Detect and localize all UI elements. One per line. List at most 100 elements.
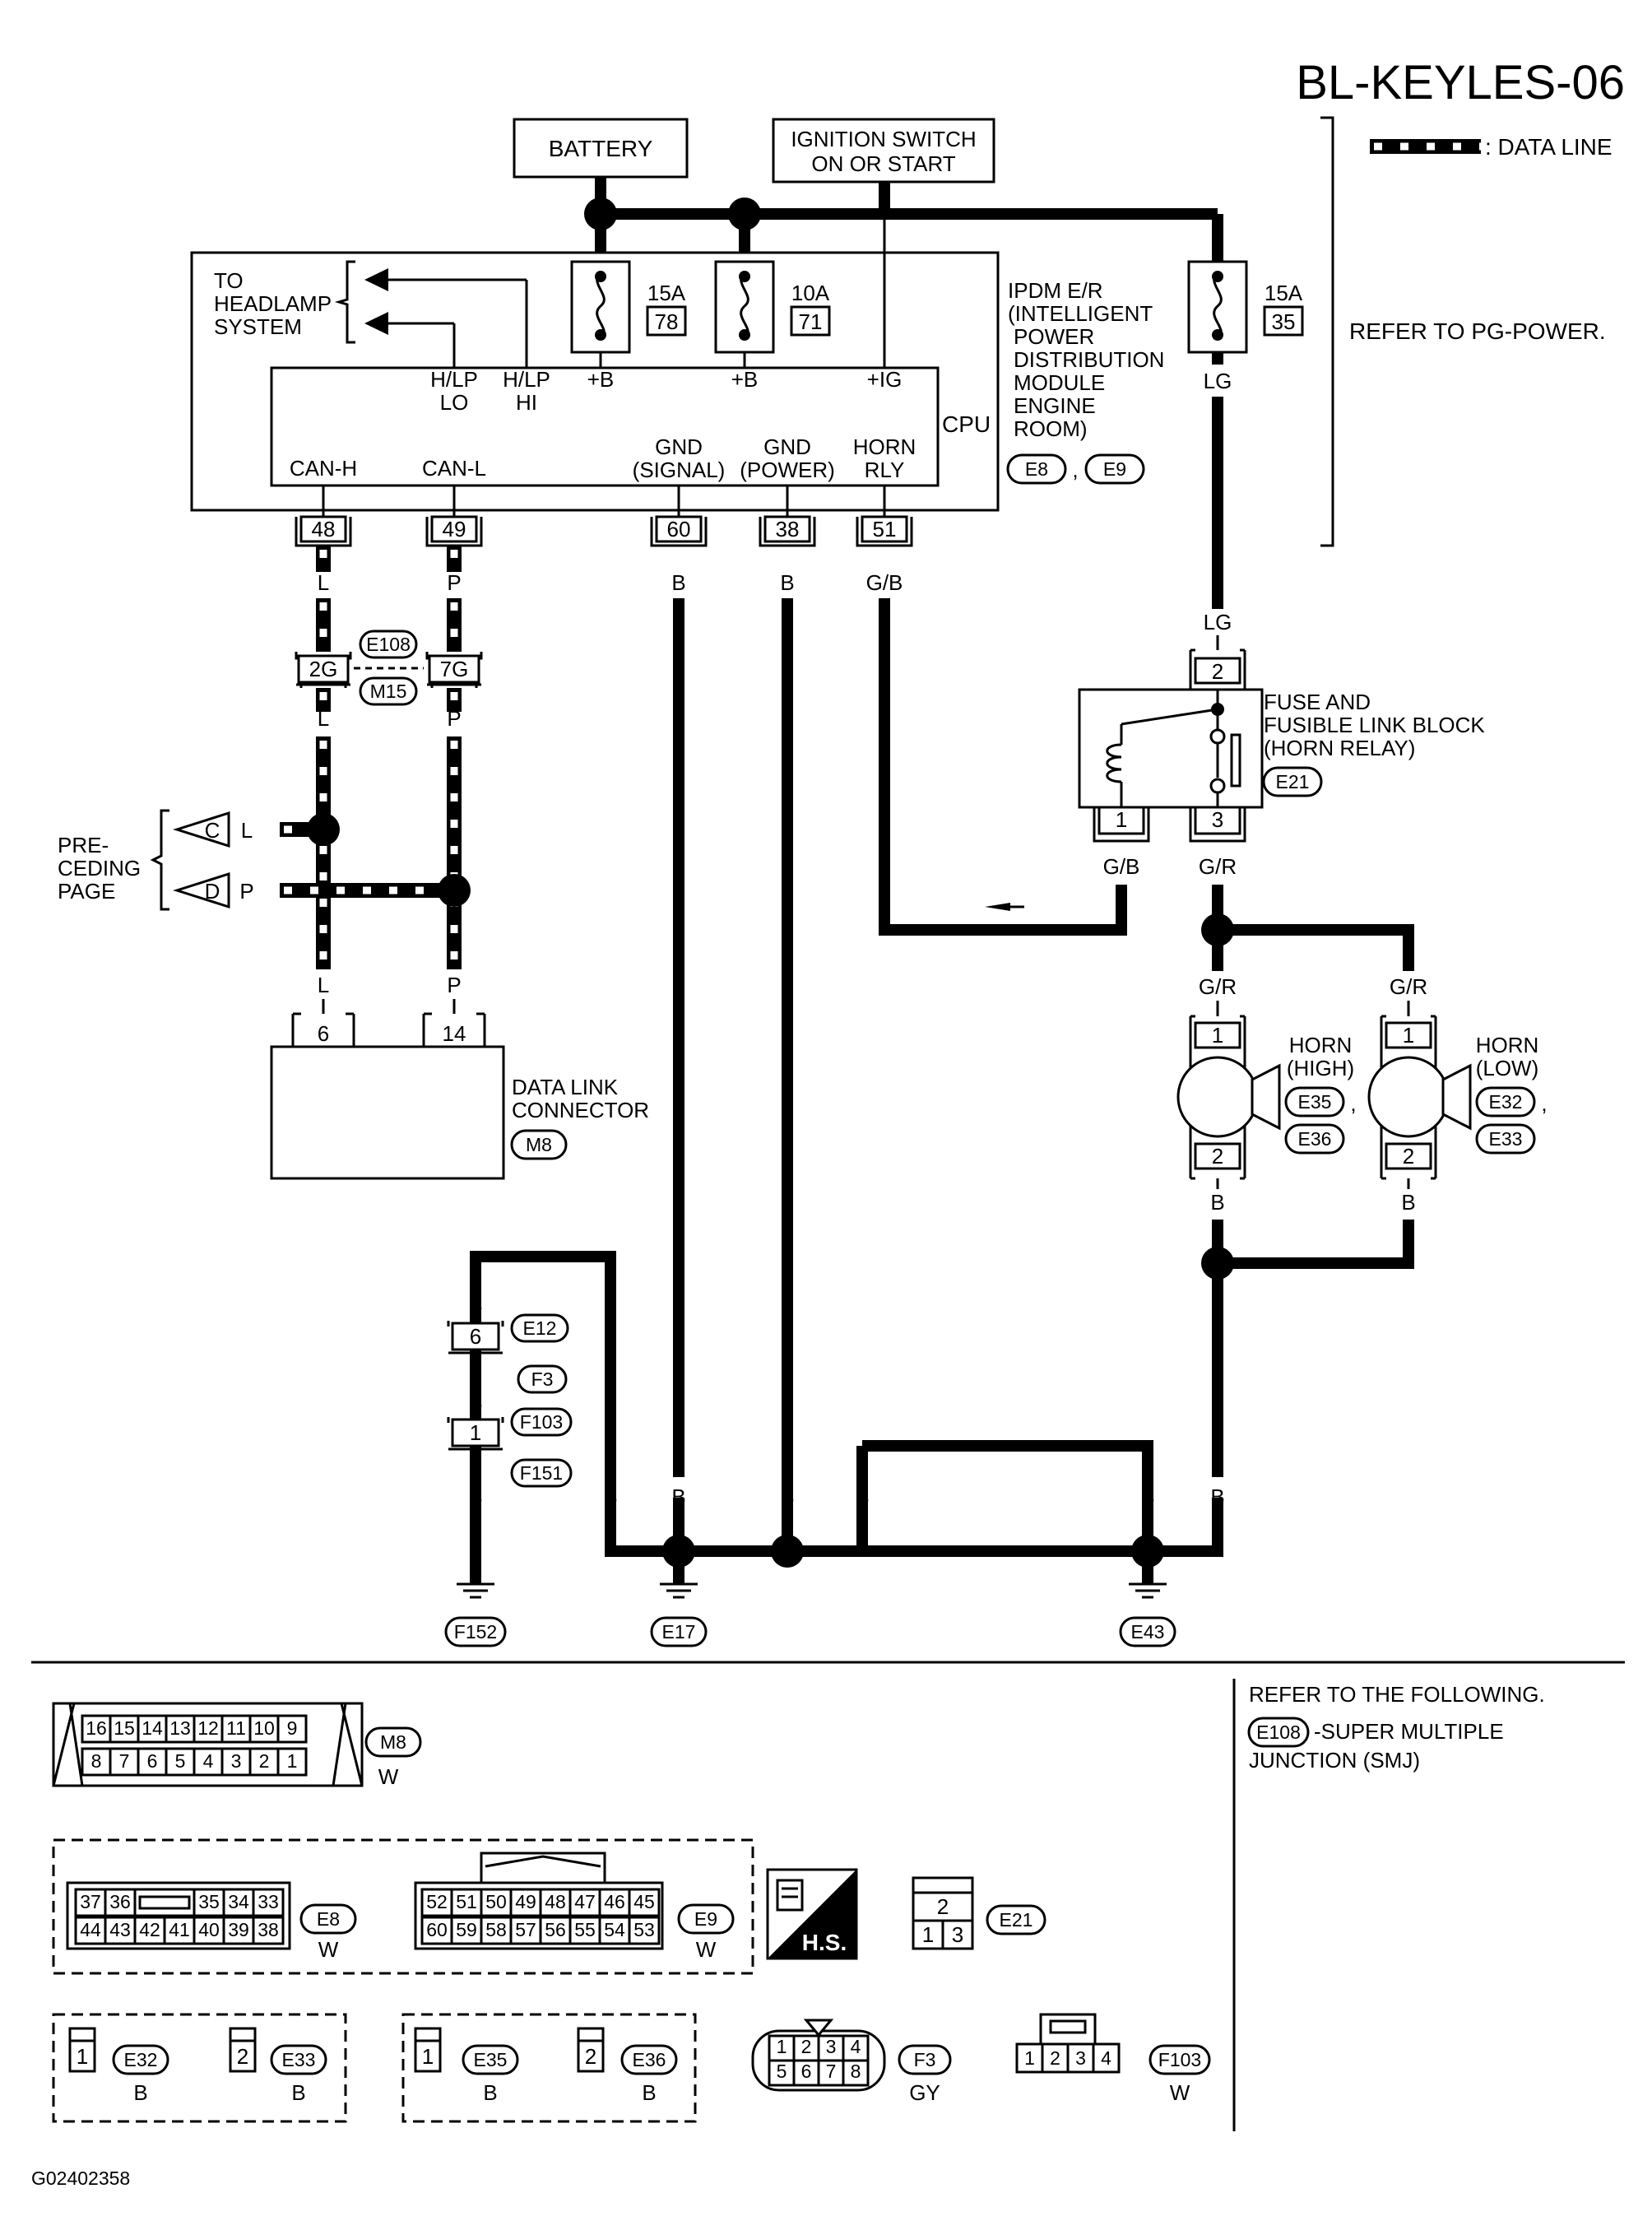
- connector-view-e35: 1 E35 B: [414, 2027, 519, 2105]
- wire-color-label: L: [318, 706, 329, 731]
- svg-text:(HORN RELAY): (HORN RELAY): [1264, 736, 1415, 760]
- svg-text:51: 51: [873, 517, 897, 541]
- svg-text:W: W: [696, 1937, 717, 1962]
- horn-low: 1 2 HORN (LOW) E32 , E33: [1367, 1015, 1548, 1180]
- pin-number: 39: [228, 1919, 249, 1940]
- svg-text:B: B: [291, 2080, 305, 2105]
- ground-e43: E43: [1119, 1582, 1176, 1647]
- cpu-box: [270, 366, 940, 487]
- svg-text:HORN: HORN: [1289, 1033, 1353, 1057]
- wire-color-label: L: [318, 570, 329, 595]
- splice-horn-feed: [1201, 913, 1234, 946]
- svg-text:REFER TO THE FOLLOWING.: REFER TO THE FOLLOWING.: [1249, 1682, 1545, 1707]
- svg-text:GY: GY: [909, 2080, 940, 2105]
- pin-cell: [222, 1916, 255, 1945]
- svg-text:M8: M8: [526, 1134, 552, 1155]
- svg-text:(LOW): (LOW): [1476, 1056, 1539, 1080]
- pin-cell: [276, 1747, 308, 1777]
- svg-text:2: 2: [237, 2044, 248, 2069]
- pin-number: 14: [142, 1717, 163, 1739]
- svg-text:H.S.: H.S.: [802, 1930, 847, 1955]
- svg-text:HORN: HORN: [1476, 1033, 1539, 1057]
- wire-color-label: LG: [1204, 369, 1232, 393]
- pin-number: 50: [485, 1891, 507, 1912]
- pin-number: 11: [226, 1717, 246, 1739]
- data-link-connector: 6 14 DATA LINK CONNECTOR M8: [270, 1012, 649, 1180]
- pin-cell: [628, 1916, 661, 1945]
- ground-connector-1: 1 F103 F151: [447, 1407, 573, 1488]
- svg-text:ENGINE: ENGINE: [1014, 393, 1096, 418]
- connector-view-e36: 2 E36 B: [577, 2027, 678, 2105]
- pin-cell: [248, 1747, 280, 1777]
- wire-color-label: B: [780, 1485, 794, 1509]
- svg-text:E32: E32: [124, 2049, 158, 2070]
- pin-number: 4: [1101, 2047, 1111, 2069]
- cpu-pin-labels: H/LP LO H/LP HI +B +B +IG CAN-H CAN-L GN…: [290, 367, 916, 482]
- svg-text:C: C: [205, 818, 220, 843]
- pin-cell: [1066, 2042, 1095, 2074]
- pin-number: 42: [139, 1919, 160, 1940]
- svg-text:1: 1: [922, 1922, 934, 1947]
- svg-text:E9: E9: [694, 1908, 717, 1930]
- pin-number: 56: [545, 1919, 566, 1940]
- svg-text:F103: F103: [1158, 2049, 1201, 2070]
- svg-text:HEADLAMP: HEADLAMP: [214, 291, 332, 316]
- ipdm-connector-tags: E8 , E9: [1006, 453, 1145, 485]
- svg-text:6: 6: [470, 1324, 481, 1349]
- svg-text:E35: E35: [474, 2049, 508, 2070]
- splice-ign: [728, 197, 761, 230]
- pin-number: 3: [231, 1750, 242, 1772]
- connector-group-e8-e9: [52, 1838, 754, 1975]
- svg-text:HORN: HORN: [853, 434, 916, 459]
- svg-text:(HIGH): (HIGH): [1287, 1056, 1354, 1080]
- refer-pg-power: REFER TO PG-POWER.: [1349, 318, 1606, 344]
- pin-number: 2: [801, 2036, 812, 2057]
- svg-text:B: B: [642, 2080, 656, 2105]
- wire-color-label: G/B: [1103, 854, 1140, 879]
- pin-cell: [480, 1888, 513, 1917]
- pin-cell: [81, 1747, 112, 1777]
- pin-number: 4: [851, 2036, 861, 2057]
- pin-cell: [276, 1714, 308, 1744]
- svg-text:2: 2: [585, 2044, 596, 2069]
- svg-text:14: 14: [443, 1021, 466, 1046]
- pin-cell: [193, 1714, 224, 1744]
- pin-number: 3: [1075, 2047, 1086, 2069]
- svg-text:15A: 15A: [647, 281, 686, 305]
- wire-color-label: P: [447, 570, 461, 595]
- svg-text:PRE-: PRE-: [58, 833, 109, 857]
- svg-text:F3: F3: [531, 1368, 554, 1390]
- pin-number: 52: [426, 1891, 448, 1912]
- pin-number: 9: [287, 1717, 298, 1739]
- can-data-lines: [280, 546, 462, 969]
- svg-text:HI: HI: [516, 390, 537, 415]
- wire-color-label: G/B: [866, 570, 903, 595]
- pin-number: 48: [545, 1891, 566, 1912]
- svg-text:6: 6: [318, 1021, 329, 1046]
- svg-text:,: ,: [1072, 458, 1078, 482]
- pin-number: 35: [198, 1891, 220, 1912]
- pin-number: 1: [777, 2036, 787, 2057]
- pin-cell: [598, 1888, 631, 1917]
- harness-side-icon: H.S.: [766, 1868, 858, 1960]
- connector-key-icon: [138, 1895, 191, 1910]
- svg-text:60: 60: [667, 517, 691, 541]
- svg-text:L: L: [241, 818, 253, 843]
- wire-color-label: P: [447, 973, 461, 997]
- ground-connector-6: 6 E12 F3: [447, 1313, 569, 1394]
- pin-number: 41: [169, 1919, 190, 1940]
- pin-number: 1: [1024, 2047, 1035, 2069]
- splice-ground-e43: [1131, 1535, 1164, 1568]
- pin-number: 57: [515, 1919, 536, 1940]
- svg-text:DISTRIBUTION: DISTRIBUTION: [1014, 347, 1164, 372]
- svg-text:ON OR START: ON OR START: [811, 151, 955, 176]
- svg-text:E12: E12: [523, 1317, 557, 1339]
- connector-view-e21: 2 1 3 E21: [912, 1876, 1046, 1950]
- svg-text:TO: TO: [214, 268, 244, 293]
- pin-number: 60: [426, 1919, 448, 1940]
- svg-text:1: 1: [77, 2044, 88, 2069]
- pin-cell: [81, 1714, 112, 1744]
